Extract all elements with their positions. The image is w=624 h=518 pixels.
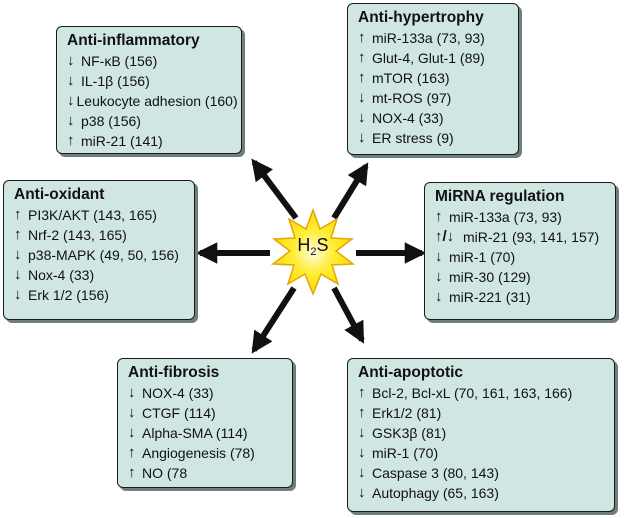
list-item: ↑Glut-4, Glut-1 (89) bbox=[358, 49, 485, 66]
h2s-label: H2S bbox=[297, 235, 329, 258]
list-item: ↓miR-30 (129) bbox=[435, 268, 531, 285]
anti-inflammatory-title: Anti-inflammatory bbox=[67, 32, 200, 49]
anti-hypertrophy-title: Anti-hypertrophy bbox=[358, 9, 484, 26]
arrow-to-anti-apoptotic bbox=[331, 286, 365, 344]
list-item: ↓NF-κB (156) bbox=[67, 52, 158, 69]
list-item: ↑Bcl-2, Bcl-xL (70, 161, 163, 166) bbox=[358, 384, 573, 401]
list-item: ↓Erk 1/2 (156) bbox=[14, 286, 109, 303]
direction-arrow-icon: ↓ bbox=[14, 266, 22, 283]
direction-arrow-icon: ↓ bbox=[358, 424, 366, 441]
list-item: ↓IL-1β (156) bbox=[67, 72, 150, 89]
list-item: ↑Angiogenesis (78) bbox=[128, 444, 255, 461]
list-item: ↓miR-1 (70) bbox=[435, 248, 516, 265]
direction-arrow-icon: ↓ bbox=[128, 384, 136, 401]
list-item: ↓NOX-4 (33) bbox=[128, 384, 214, 401]
direction-arrow-icon: ↑ bbox=[358, 404, 366, 421]
list-item: ↓Caspase 3 (80, 143) bbox=[358, 464, 499, 481]
list-item: ↑PI3K/AKT (143, 165) bbox=[14, 206, 157, 223]
anti-inflammatory-box: Anti-inflammatory ↓NF-κB (156) ↓IL-1β (1… bbox=[56, 26, 242, 154]
h2s-star-icon bbox=[270, 207, 356, 297]
anti-fibrosis-box: Anti-fibrosis ↓NOX-4 (33) ↓CTGF (114) ↓A… bbox=[117, 358, 293, 488]
list-item: ↑miR-133a (73, 93) bbox=[435, 208, 562, 225]
direction-arrow-icon: ↑ bbox=[358, 69, 366, 86]
direction-arrow-icon: ↑ bbox=[128, 464, 136, 481]
direction-arrow-icon: ↓ bbox=[67, 112, 75, 129]
direction-arrow-icon: ↓ bbox=[67, 92, 75, 109]
direction-arrow-icon: ↑ bbox=[67, 132, 75, 149]
anti-oxidant-title: Anti-oxidant bbox=[14, 186, 105, 203]
list-item: ↑miR-133a (73, 93) bbox=[358, 29, 485, 46]
anti-fibrosis-title: Anti-fibrosis bbox=[128, 364, 220, 381]
direction-arrow-icon: ↑ bbox=[435, 208, 443, 225]
list-item: ↓p38 (156) bbox=[67, 112, 141, 129]
anti-apoptotic-title: Anti-apoptotic bbox=[358, 364, 464, 381]
direction-arrow-icon: ↓ bbox=[14, 246, 22, 263]
list-item: ↓mt-ROS (97) bbox=[358, 89, 452, 106]
arrow-to-anti-inflammatory bbox=[251, 158, 299, 220]
direction-arrow-icon: ↑ bbox=[358, 49, 366, 66]
direction-arrow-icon: ↓ bbox=[128, 424, 136, 441]
list-item: ↓miR-1 (70) bbox=[358, 444, 439, 461]
list-item: ↑mTOR (163) bbox=[358, 69, 450, 86]
list-item: ↓Alpha-SMA (114) bbox=[128, 424, 248, 441]
mirna-regulation-title: MiRNA regulation bbox=[435, 188, 565, 205]
direction-arrow-icon: ↑ bbox=[358, 384, 366, 401]
direction-arrow-icon: ↓ bbox=[14, 286, 22, 303]
list-item: ↓p38-MAPK (49, 50, 156) bbox=[14, 246, 179, 263]
list-item: ↓miR-221 (31) bbox=[435, 288, 531, 305]
direction-arrow-icon: ↓ bbox=[358, 464, 366, 481]
list-item: ↑Nrf-2 (143, 165) bbox=[14, 226, 127, 243]
list-item: ↓Leukocyte adhesion (160) bbox=[67, 92, 238, 109]
list-item: ↓Nox-4 (33) bbox=[14, 266, 95, 283]
list-item: ↑/↓miR-21 (93, 141, 157) bbox=[435, 228, 600, 245]
list-item: ↓CTGF (114) bbox=[128, 404, 216, 421]
direction-arrow-icon: ↓ bbox=[67, 72, 75, 89]
direction-arrow-icon: ↑ bbox=[128, 444, 136, 461]
direction-arrow-icon: ↑ bbox=[358, 29, 366, 46]
list-item: ↑miR-21 (141) bbox=[67, 132, 163, 149]
anti-oxidant-box: Anti-oxidant ↑PI3K/AKT (143, 165) ↑Nrf-2… bbox=[3, 180, 195, 320]
arrow-to-anti-fibrosis bbox=[251, 286, 297, 354]
direction-arrow-icon: ↓ bbox=[358, 444, 366, 461]
anti-apoptotic-box: Anti-apoptotic ↑Bcl-2, Bcl-xL (70, 161, … bbox=[347, 358, 615, 512]
list-item: ↑Erk1/2 (81) bbox=[358, 404, 442, 421]
direction-arrow-icon: ↑ bbox=[14, 206, 22, 223]
direction-arrow-icon: ↓ bbox=[435, 248, 443, 265]
direction-arrow-icon: ↓ bbox=[358, 89, 366, 106]
arrow-to-anti-hypertrophy bbox=[331, 162, 369, 220]
direction-arrow-icon: ↓ bbox=[435, 268, 443, 285]
list-item: ↓NOX-4 (33) bbox=[358, 109, 444, 126]
direction-arrow-icon: ↓ bbox=[358, 109, 366, 126]
direction-arrow-icon: ↓ bbox=[435, 288, 443, 305]
list-item: ↓ER stress (9) bbox=[358, 129, 454, 146]
direction-arrow-icon: ↓ bbox=[358, 484, 366, 501]
list-item: ↓GSK3β (81) bbox=[358, 424, 447, 441]
anti-hypertrophy-box: Anti-hypertrophy ↑miR-133a (73, 93) ↑Glu… bbox=[347, 3, 519, 155]
direction-arrow-icon: ↓ bbox=[128, 404, 136, 421]
mirna-regulation-box: MiRNA regulation ↑miR-133a (73, 93) ↑/↓m… bbox=[424, 182, 616, 320]
list-item: ↑NO (78 bbox=[128, 464, 188, 481]
direction-arrow-icon: ↑ bbox=[14, 226, 22, 243]
list-item: ↓Autophagy (65, 163) bbox=[358, 484, 499, 501]
direction-arrow-icon: ↓ bbox=[358, 129, 366, 146]
direction-arrow-icon: ↓ bbox=[67, 52, 75, 69]
direction-arrow-icon: ↑/↓ bbox=[435, 228, 455, 245]
